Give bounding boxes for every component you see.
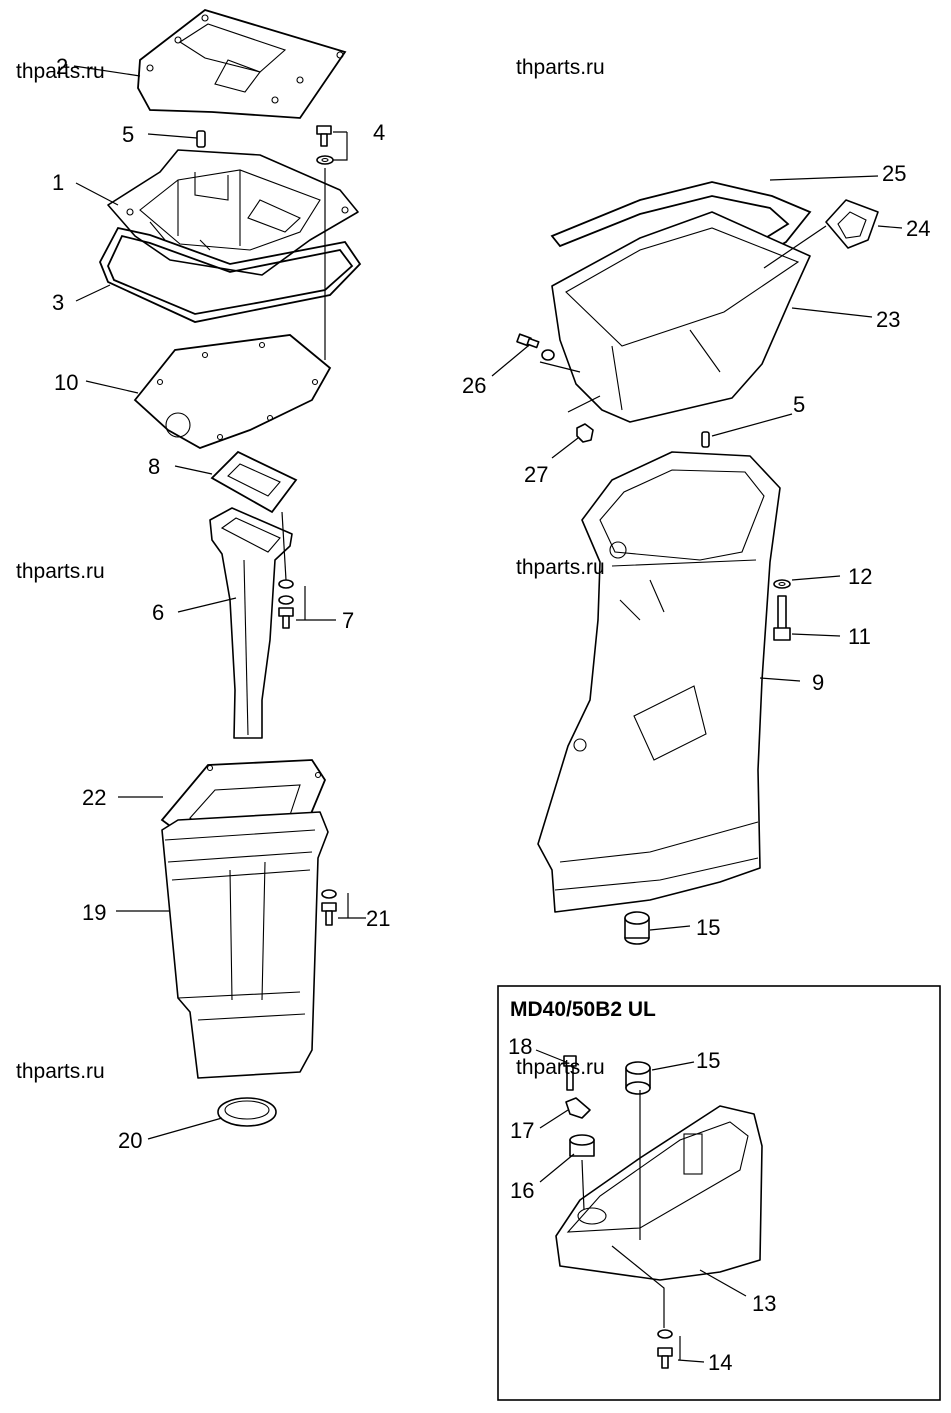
watermark: thparts.ru: [516, 556, 605, 579]
callout-5-right: 5: [793, 392, 805, 417]
callout-27: 27: [524, 462, 548, 487]
callout-14: 14: [708, 1350, 732, 1375]
callout-1: 1: [52, 170, 64, 195]
part-18-screw: [563, 1055, 577, 1091]
callout-5: 5: [122, 122, 134, 147]
callout-23: 23: [876, 307, 900, 332]
part-11-bolt: [773, 595, 791, 641]
callout-13: 13: [752, 1291, 776, 1316]
part-26-bolt-washer: [516, 333, 555, 361]
part-1-upper-casing: [107, 149, 359, 276]
part-9-drive-shaft-housing: [537, 451, 781, 913]
callout-24: 24: [906, 216, 930, 241]
part-19-oil-pan: [161, 811, 329, 1079]
part-7-bolt-washers: [278, 579, 294, 629]
inset-title: MD40/50B2 UL: [510, 998, 656, 1021]
callout-26: 26: [462, 373, 486, 398]
watermarks: thparts.ru thparts.ru thparts.ru thparts…: [16, 56, 605, 1083]
callout-21: 21: [366, 906, 390, 931]
part-23-cover: [551, 211, 811, 423]
callout-20: 20: [118, 1128, 142, 1153]
callout-17: 17: [510, 1118, 534, 1143]
part-24-bracket: [825, 199, 879, 249]
callout-10: 10: [54, 370, 78, 395]
callout-9: 9: [812, 670, 824, 695]
part-15-grommet-inset: [625, 1061, 651, 1095]
callout-2: 2: [56, 54, 68, 79]
callout-12: 12: [848, 564, 872, 589]
part-4-bolt-washer: [316, 125, 334, 165]
callout-16: 16: [510, 1178, 534, 1203]
part-5-dowel-pin: [196, 130, 206, 148]
part-13-extension-case: [555, 1105, 763, 1281]
part-14-bolt-washer: [657, 1329, 673, 1369]
callout-15: 15: [696, 915, 720, 940]
callout-22: 22: [82, 785, 106, 810]
part-2-gasket: [137, 9, 347, 119]
watermark: thparts.ru: [516, 56, 605, 79]
part-3-seal: [99, 226, 362, 323]
callout-7: 7: [342, 608, 354, 633]
part-6-exhaust-pipe: [209, 507, 293, 739]
watermark: thparts.ru: [516, 1056, 605, 1079]
part-27-nut: [576, 423, 594, 443]
leader-lines: [73, 65, 903, 1363]
watermark: thparts.ru: [16, 1060, 105, 1083]
callout-6: 6: [152, 600, 164, 625]
callout-18: 18: [508, 1034, 532, 1059]
callout-labels: 2 5 4 1 3 10 8 6 7 22 19 21 20 25 24 23 …: [52, 54, 930, 1375]
part-12-washer: [773, 579, 791, 589]
callout-8: 8: [148, 454, 160, 479]
watermark: thparts.ru: [16, 60, 105, 83]
callout-3: 3: [52, 290, 64, 315]
part-10-gasket: [133, 334, 332, 449]
part-5-dowel-pin-right: [701, 431, 710, 448]
part-21-bolt-washer: [321, 889, 337, 926]
part-15-grommet: [624, 911, 650, 945]
part-16-plug: [569, 1134, 595, 1157]
callout-15-inset: 15: [696, 1048, 720, 1073]
callout-4: 4: [373, 120, 385, 145]
part-8-gasket: [210, 450, 298, 514]
part-17-clip: [565, 1097, 591, 1119]
watermark: thparts.ru: [16, 560, 105, 583]
part-20-ring: [217, 1097, 277, 1127]
callout-19: 19: [82, 900, 106, 925]
callout-25: 25: [882, 161, 906, 186]
inset-box: MD40/50B2 UL: [497, 985, 941, 1401]
callout-11: 11: [848, 624, 871, 649]
